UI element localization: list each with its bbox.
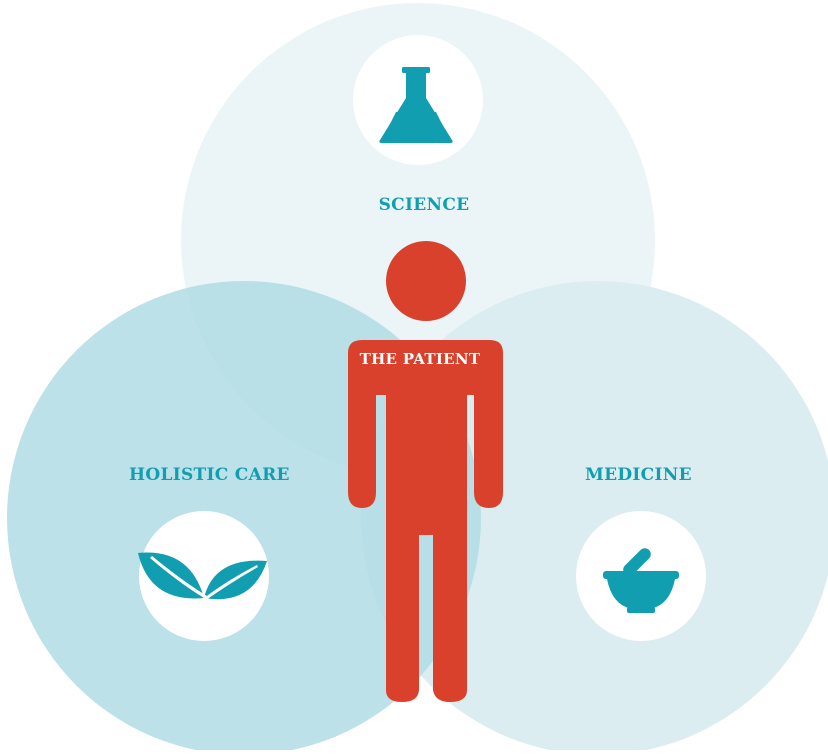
leaf-veins-icon [150,556,258,600]
holistic-icon-disc [139,511,269,641]
holistic-care-label: HOLISTIC CARE [129,465,290,485]
the-patient-label: THE PATIENT [359,350,481,368]
mortar-pestle-icon [603,548,679,613]
person-head [386,241,466,321]
flask-icon [379,67,453,143]
person-icon [348,241,503,702]
medicine-label: MEDICINE [585,465,692,485]
medicine-icon-badge [576,511,706,641]
science-label: SCIENCE [378,195,470,215]
science-icon-badge [353,35,483,165]
person-body [348,340,503,702]
holistic-icon-badge [138,511,269,641]
